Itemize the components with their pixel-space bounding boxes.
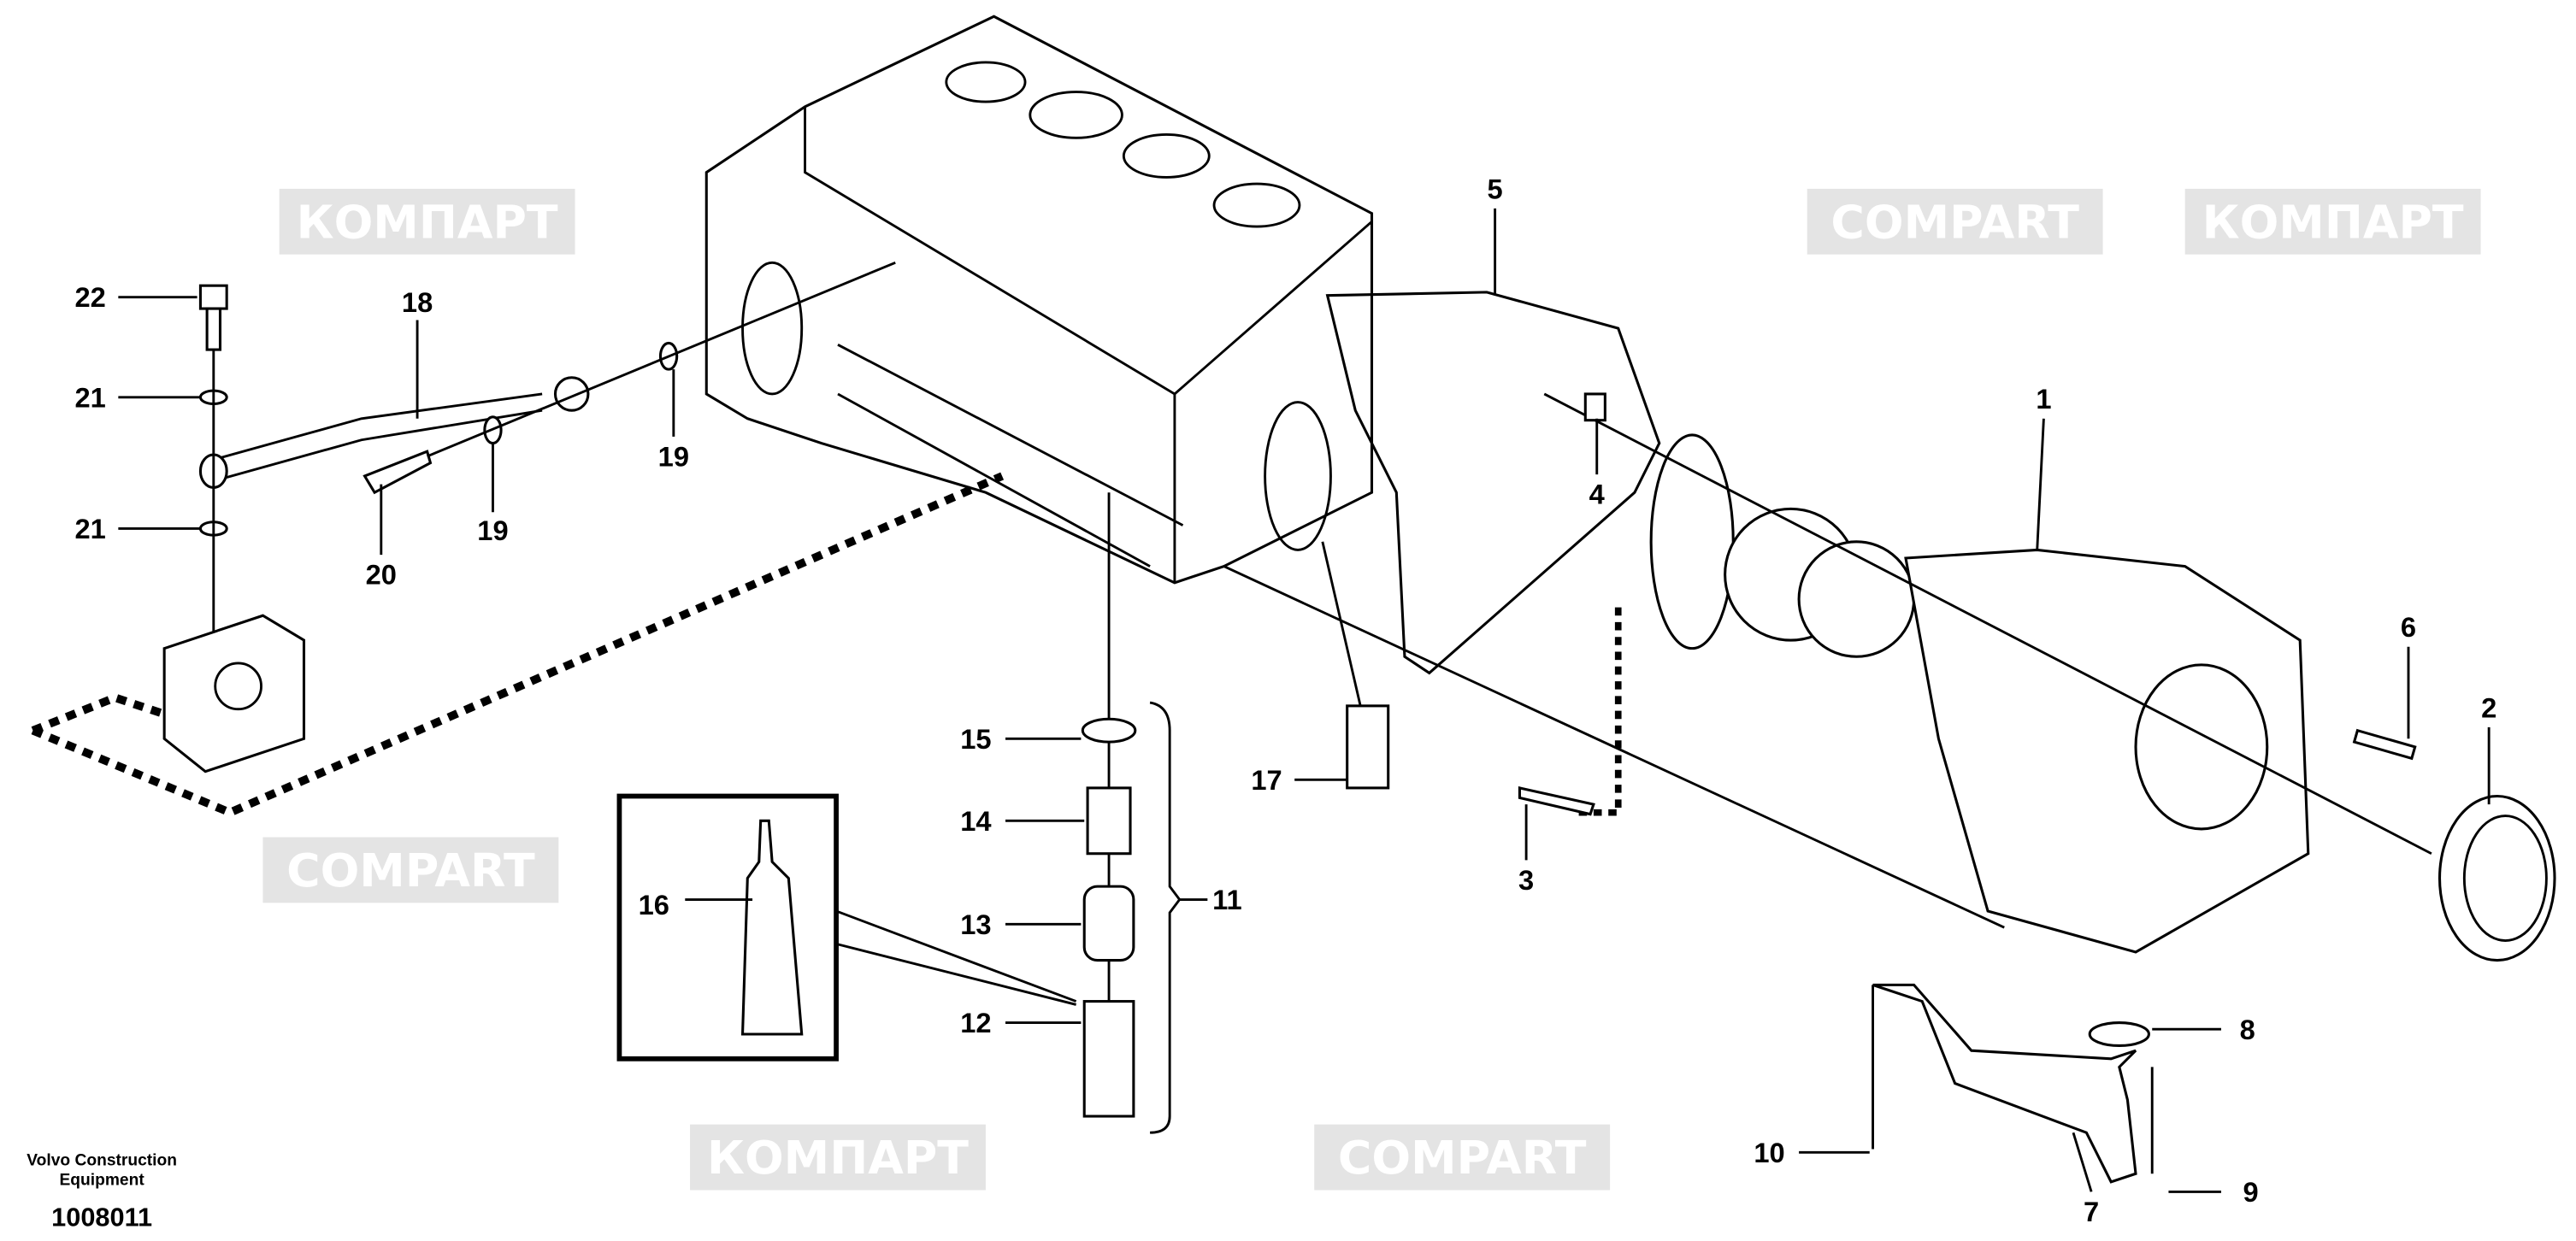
footer: Volvo Construction Equipment 1008011 (27, 1152, 177, 1232)
oil-pump (1649, 433, 2556, 962)
callout-14: 14 (960, 805, 991, 837)
watermark-text: COMPART (1830, 196, 2079, 250)
callout-1: 1 (2036, 383, 2051, 415)
callout-19: 19 (658, 440, 689, 472)
callout-21: 21 (75, 513, 106, 544)
callout-16: 16 (639, 889, 669, 920)
watermark-text: COMPART (286, 844, 535, 897)
watermark-box (1314, 1124, 1611, 1191)
leader-lines (118, 208, 2491, 1193)
company-name-line1: Volvo Construction (27, 1152, 177, 1170)
watermark-box (279, 188, 575, 255)
watermark-box (262, 837, 559, 903)
callout-17: 17 (1251, 764, 1282, 796)
watermark-text: КОМПАРТ (2202, 196, 2464, 250)
callout-15: 15 (960, 723, 991, 755)
callout-8: 8 (2240, 1014, 2255, 1045)
callout-10: 10 (1754, 1137, 1784, 1168)
watermark-text: КОМПАРТ (297, 196, 558, 250)
watermark-layer: КОМПАРТ COMPART КОМПАРТ COMPART КОМПАРТ COMPA… (262, 188, 2481, 1191)
callout-20: 20 (366, 559, 397, 591)
hose (213, 392, 543, 483)
watermark-text: КОМПАРТ (707, 1131, 969, 1185)
callout-19: 19 (477, 515, 508, 546)
company-name-line2: Equipment (60, 1172, 145, 1190)
watermark-box (690, 1124, 986, 1191)
callout-18: 18 (402, 286, 433, 318)
watermark-text: COMPART (1338, 1131, 1587, 1185)
callout-5: 5 (1488, 173, 1503, 204)
callout-9: 9 (2243, 1176, 2258, 1208)
callout-6: 6 (2401, 611, 2416, 643)
oil-pipe (1872, 983, 2137, 1184)
callout-2: 2 (2481, 691, 2496, 723)
gasket (1325, 291, 1661, 675)
callout-4: 4 (1589, 479, 1605, 510)
engine-block (704, 15, 1374, 585)
callout-22: 22 (75, 281, 106, 313)
callout-12: 12 (960, 1007, 991, 1038)
callout-labels: 22 18 21 21 20 19 19 5 4 1 6 2 15 14 13 … (75, 173, 2497, 1227)
drawing-number: 1008011 (51, 1203, 152, 1232)
callout-21: 21 (75, 381, 106, 413)
callout-11: 11 (1212, 884, 1242, 915)
callout-3: 3 (1518, 864, 1534, 896)
callout-7: 7 (2084, 1196, 2099, 1227)
watermark-box (2184, 188, 2481, 255)
watermark-box (1807, 188, 2103, 255)
callout-13: 13 (960, 909, 991, 940)
bracket (162, 614, 306, 773)
